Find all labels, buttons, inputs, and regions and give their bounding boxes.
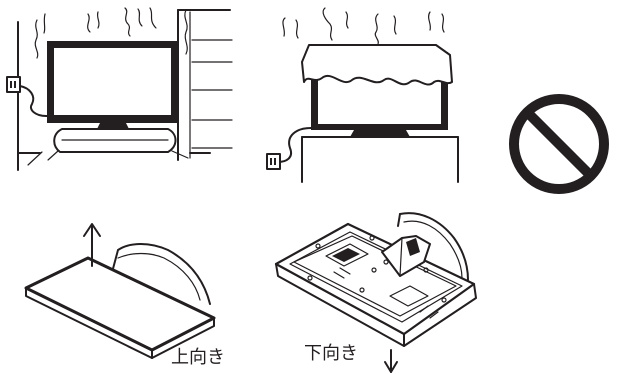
table: [302, 137, 458, 182]
power-outlet-icon: [7, 77, 54, 116]
face-down-label: 下向き: [304, 345, 358, 363]
prohibition-icon: [514, 99, 604, 189]
face-up-label: 上向き: [171, 349, 225, 367]
tv-on-cushion-illustration: [7, 8, 232, 170]
cushion: [48, 129, 188, 160]
heat-waves-icon: [283, 8, 444, 44]
tv-face-up-illustration: [26, 224, 214, 358]
tv-covered-illustration: [267, 8, 458, 182]
down-arrow-icon: [385, 350, 397, 372]
power-outlet-icon: [267, 128, 311, 169]
tv-set: [47, 41, 178, 129]
